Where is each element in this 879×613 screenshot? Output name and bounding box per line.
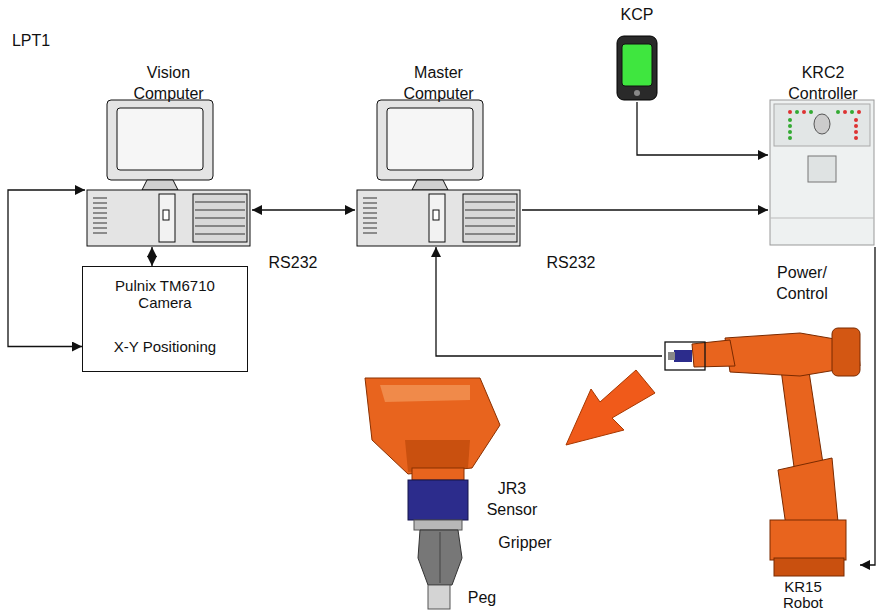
icon <box>612 34 662 108</box>
part-label: Peg <box>462 587 502 608</box>
controller-cabinet <box>768 98 878 248</box>
icon <box>768 98 878 252</box>
connector <box>436 247 662 356</box>
node-label: X-Y Positioning <box>105 338 225 355</box>
node-label: KR15 Robot <box>768 579 838 611</box>
connector <box>8 190 85 347</box>
pendant-node: KCP <box>612 4 662 102</box>
robot-arm <box>662 318 860 613</box>
icon <box>355 98 522 252</box>
node-label: KCP <box>612 4 662 25</box>
controller-node: KRC2 Controller <box>768 62 878 247</box>
part-label: JR3 Sensor <box>480 478 544 520</box>
robot-node: KR15 Robot <box>662 318 860 613</box>
node-label: Pulnix TM6710 Camera <box>105 277 225 311</box>
pendant-icon <box>612 34 662 104</box>
connector-label: RS232 <box>536 252 606 273</box>
icon <box>662 318 860 613</box>
connector-label: RS232 <box>258 252 328 273</box>
connector-label: Power/ Control <box>770 262 834 304</box>
node-label: Master Computer <box>393 62 485 104</box>
camera-box: Pulnix TM6710 Camera <box>82 266 248 322</box>
connector <box>522 209 768 210</box>
node-label: Vision Computer <box>123 62 215 104</box>
connector <box>637 102 768 155</box>
icon <box>85 98 252 252</box>
node-label: KRC2 Controller <box>775 62 871 104</box>
computer-icon <box>355 98 522 248</box>
connector-label: LPT1 <box>6 30 56 51</box>
connector <box>860 247 875 565</box>
connector <box>151 247 152 266</box>
computer-icon <box>85 98 252 248</box>
computer-node: Vision Computer <box>85 62 252 247</box>
connector <box>252 209 355 210</box>
positioning-box: X-Y Positioning <box>82 321 248 372</box>
part-label: Gripper <box>490 532 560 553</box>
computer-node: Master Computer <box>355 62 522 247</box>
